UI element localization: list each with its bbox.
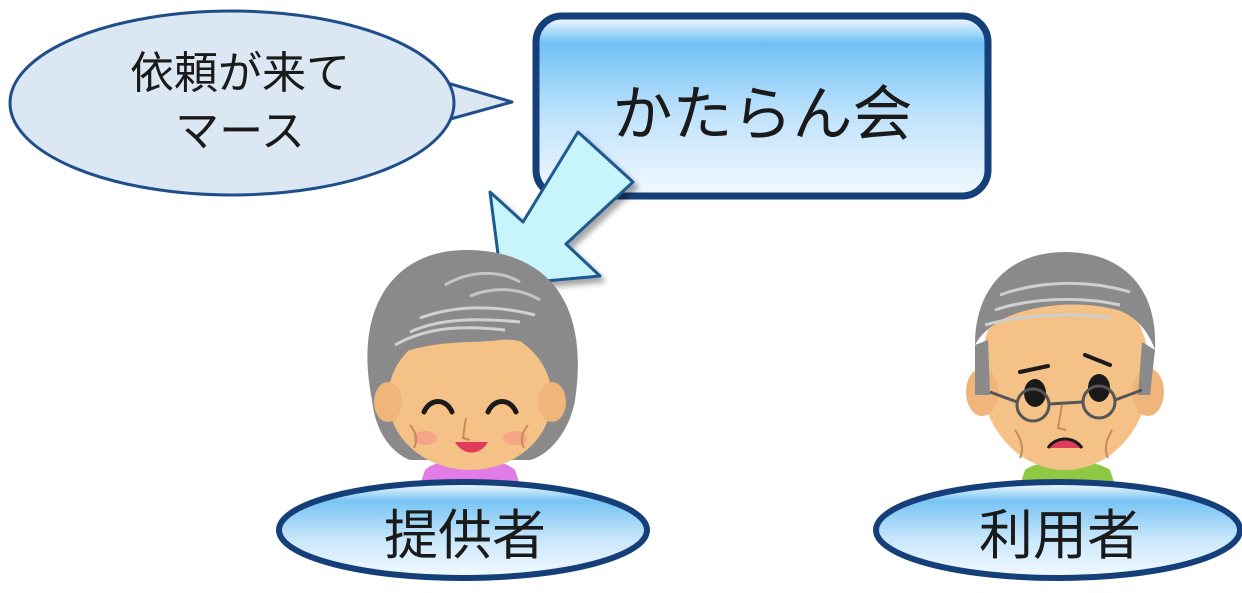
- speech-bubble-line-1: 依頼が来て: [130, 48, 350, 99]
- speech-bubble-text: 依頼が来て マース: [60, 38, 420, 168]
- organization-box: [532, 12, 992, 200]
- speech-bubble-line-2: マース: [175, 106, 305, 157]
- provider-oval: [276, 479, 650, 581]
- user-oval: [873, 479, 1242, 581]
- provider-label: 提供者: [384, 503, 546, 567]
- speech-bubble: [8, 9, 514, 197]
- request-arrow: [488, 130, 635, 287]
- organization-label: かたらん会: [612, 79, 913, 150]
- user-figure: [966, 252, 1164, 500]
- provider-figure: [367, 249, 578, 500]
- user-label: 利用者: [979, 503, 1141, 567]
